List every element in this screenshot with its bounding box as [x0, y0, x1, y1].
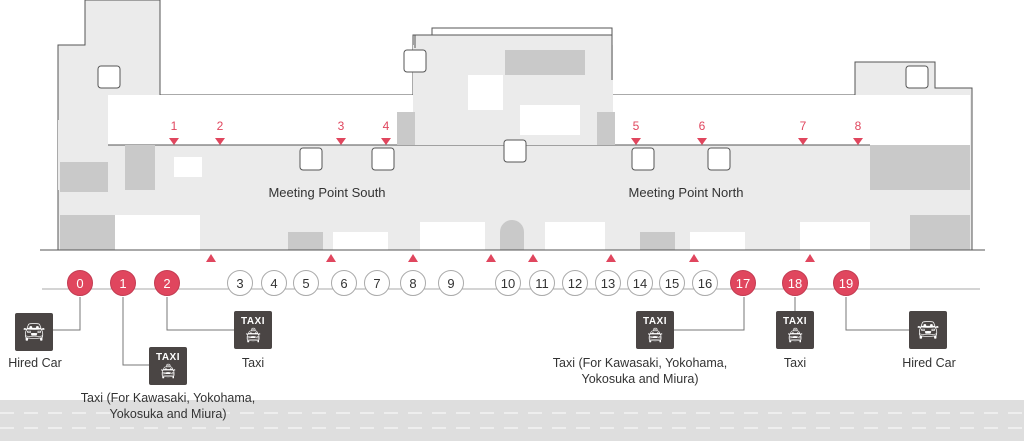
service-label-19: Hired Car — [902, 356, 956, 370]
service-label-2: Taxi — [241, 356, 265, 370]
stop-0[interactable]: 0 — [67, 270, 93, 296]
meeting-point-south: Meeting Point South — [268, 185, 386, 200]
stop-5[interactable]: 5 — [293, 270, 319, 296]
stop-4[interactable]: 4 — [261, 270, 287, 296]
hired-car-icon: 🚘︎ — [909, 311, 947, 349]
stop-8[interactable]: 8 — [400, 270, 426, 296]
stop-1[interactable]: 1 — [110, 270, 136, 296]
stop-18[interactable]: 18 — [782, 270, 808, 296]
exit-number: 7 — [799, 119, 807, 133]
stop-9[interactable]: 9 — [438, 270, 464, 296]
stop-6[interactable]: 6 — [331, 270, 357, 296]
service-label-1: Taxi (For Kawasaki, Yokohama, Yokosuka an… — [81, 390, 255, 422]
exit-number: 3 — [337, 119, 345, 133]
stop-10[interactable]: 10 — [495, 270, 521, 296]
stop-12[interactable]: 12 — [562, 270, 588, 296]
exit-number: 2 — [216, 119, 224, 133]
taxi-badge: TAXI — [155, 351, 181, 363]
label-line: Yokosuka and Miura) — [109, 407, 227, 421]
taxi-badge: TAXI — [642, 315, 668, 327]
stop-19[interactable]: 19 — [833, 270, 859, 296]
stop-16[interactable]: 16 — [692, 270, 718, 296]
stop-17[interactable]: 17 — [730, 270, 756, 296]
taxi-badge: TAXI — [240, 315, 266, 327]
road — [0, 400, 1024, 441]
exit-number: 5 — [632, 119, 640, 133]
stop-11[interactable]: 11 — [529, 270, 555, 296]
label-line: Yokosuka and Miura) — [581, 372, 699, 386]
stop-7[interactable]: 7 — [364, 270, 390, 296]
exit-number: 1 — [170, 119, 178, 133]
service-label-18: Taxi — [783, 356, 807, 370]
taxi-icon: TAXI🚖︎ — [234, 311, 272, 349]
taxi-icon: TAXI🚖︎ — [149, 347, 187, 385]
service-label-0: Hired Car — [8, 356, 62, 370]
taxi-icon: TAXI🚖︎ — [776, 311, 814, 349]
label-line: Taxi (For Kawasaki, Yokohama, — [80, 391, 256, 405]
stop-2[interactable]: 2 — [154, 270, 180, 296]
exit-number: 6 — [698, 119, 706, 133]
stop-14[interactable]: 14 — [627, 270, 653, 296]
taxi-icon: TAXI🚖︎ — [636, 311, 674, 349]
stop-3[interactable]: 3 — [227, 270, 253, 296]
taxi-badge: TAXI — [782, 315, 808, 327]
exit-number: 8 — [854, 119, 862, 133]
label-line: Taxi (For Kawasaki, Yokohama, — [552, 356, 728, 370]
hired-car-icon: 🚘︎ — [15, 313, 53, 351]
service-label-17: Taxi (For Kawasaki, Yokohama, Yokosuka an… — [553, 355, 727, 387]
exit-number: 4 — [382, 119, 390, 133]
stop-13[interactable]: 13 — [595, 270, 621, 296]
stop-15[interactable]: 15 — [659, 270, 685, 296]
meeting-point-north: Meeting Point North — [628, 185, 744, 200]
